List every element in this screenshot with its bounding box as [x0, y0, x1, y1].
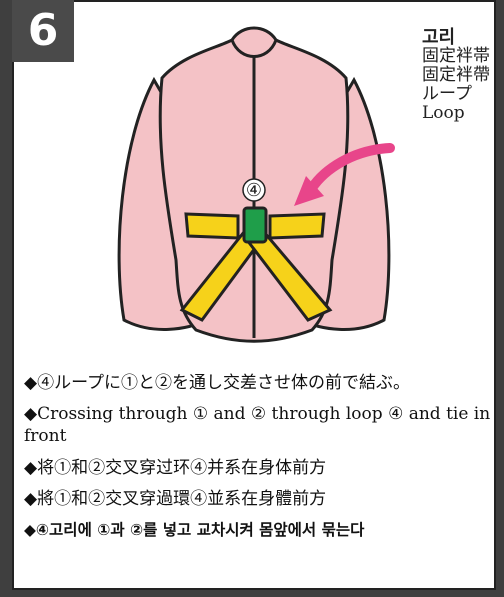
part-label: 고리 固定袢帯 固定袢帶 ループ Loop	[422, 28, 490, 123]
arrow-shaft	[307, 143, 395, 193]
label-korean: 고리	[422, 27, 456, 48]
marker-circle	[242, 178, 266, 202]
label-japanese-kana: ループ	[422, 84, 472, 104]
sash-right	[268, 212, 326, 240]
instruction-english: ◆Crossing through ① and ② through loop ④…	[24, 404, 491, 446]
instruction-chinese-traditional: ◆將①和②交叉穿過環④並系在身體前方	[24, 489, 327, 509]
label-english: Loop	[422, 103, 465, 123]
step-number: 6	[12, 0, 74, 62]
garment-illustration: ④	[117, 26, 395, 343]
sash-left	[184, 212, 240, 240]
instruction-japanese: ◆④ループに①と②を通し交差させ体の前で結ぶ。	[24, 373, 411, 393]
instruction-chinese-simplified: ◆将①和②交叉穿过环④并系在身体前方	[24, 458, 327, 478]
marker-label: ④	[246, 180, 262, 201]
arrow-head	[294, 176, 324, 206]
instruction-korean: ◆④고리에 ①과 ②를 넣고 교차시켜 몸앞에서 묶는다	[24, 521, 365, 539]
label-chinese: 固定袢帶	[422, 65, 490, 85]
collar	[230, 26, 278, 58]
loop	[242, 206, 268, 244]
instructions: ◆④ループに①と②を通し交差させ体の前で結ぶ。 ◆Crossing throug…	[24, 372, 492, 550]
label-japanese: 固定袢帯	[422, 46, 490, 66]
